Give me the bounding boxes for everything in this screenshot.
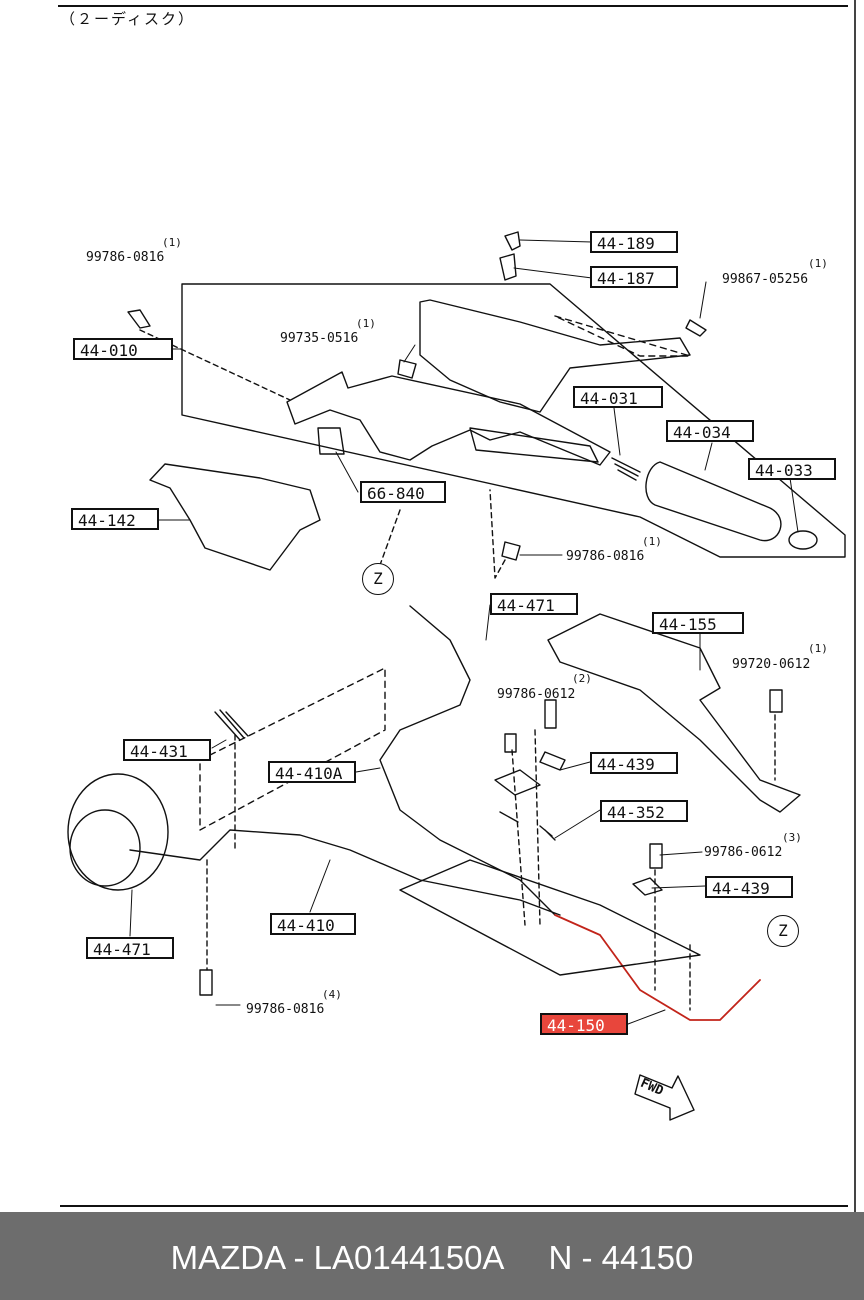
part-tag-66-840[interactable]: 66-840 [360,481,446,503]
caption-bar [0,1212,864,1300]
assembly-frame [181,283,846,558]
lever-shaft [469,427,599,463]
part-tag-44-033[interactable]: 44-033 [748,458,836,480]
part-tag-44-031[interactable]: 44-031 [573,386,663,408]
bracket-44-439-a [494,751,566,796]
brake-disc-hub [69,809,141,887]
bolt-99720-0612 [769,689,783,713]
highlighted-cable [554,914,761,1021]
bolt-99786-0816-bottom [199,969,213,996]
bracket-base [286,371,611,466]
part-tag-44-189[interactable]: 44-189 [590,231,678,253]
bolt-left-upper [127,309,151,329]
fastener-number-5[interactable]: 99720-0612 [732,657,811,672]
connection-marker-z-top: Z [362,563,394,595]
console-cover [149,463,321,571]
part-tag-44-439-a[interactable]: 44-439 [590,752,678,774]
fastener-qty-5: (1) [808,642,828,655]
fastener-number-8[interactable]: 99786-0816 [246,1002,325,1017]
part-tag-44-010[interactable]: 44-010 [73,338,173,360]
fastener-qty-4: (1) [642,535,662,548]
release-button [499,231,521,281]
part-tag-44-439-b[interactable]: 44-439 [705,876,793,898]
bolt-99786-0612-b [649,843,663,869]
part-tag-44-155[interactable]: 44-155 [652,612,744,634]
fastener-qty-1: (1) [162,236,182,249]
fastener-qty-2: (1) [808,257,828,270]
bolt-44-439-a [544,699,557,729]
fastener-qty-8: (4) [322,988,342,1001]
bracket-44-439-b [632,877,663,896]
part-tag-44-150-highlighted[interactable]: 44-150 [540,1013,628,1035]
fastener-qty-3: (1) [356,317,376,330]
part-tag-44-431[interactable]: 44-431 [123,739,211,761]
release-knob [788,530,818,550]
part-tag-44-142[interactable]: 44-142 [71,508,159,530]
fastener-number-1[interactable]: 99786-0816 [86,250,165,265]
fastener-number-6[interactable]: 99786-0612 [497,687,576,702]
heat-shield [547,613,801,813]
equalizer-region [199,667,386,831]
part-tag-44-352[interactable]: 44-352 [600,800,688,822]
part-tag-44-410[interactable]: 44-410 [270,913,356,935]
brake-backing-plate [67,773,169,891]
underbody-outline [399,859,701,976]
fwd-arrow [634,1074,695,1121]
release-spring [611,457,641,481]
leader-lines [129,239,799,1025]
caption-text: MAZDA - LA0144150A N - 44150 [170,1239,694,1276]
exploded-view-drawing [67,231,846,1121]
part-tag-44-034[interactable]: 44-034 [666,420,754,442]
fastener-number-2[interactable]: 99867-05256 [722,272,809,287]
part-tag-44-187[interactable]: 44-187 [590,266,678,288]
top-border-line [58,5,848,7]
bolt-bracket-lower [501,541,521,561]
section-note: （２ーディスク） [60,10,195,28]
lever-cover-upper [419,299,691,413]
part-tag-44-410A[interactable]: 44-410A [268,761,356,783]
return-spring [214,709,249,741]
parts-diagram-sheet: （２ーディスク） [58,0,856,1212]
fastener-qty-7: (3) [782,831,802,844]
part-tag-44-471-bottom[interactable]: 44-471 [86,937,174,959]
connection-marker-z-bottom: Z [767,915,799,947]
rear-cable [129,829,561,916]
fastener-number-3[interactable]: 99735-0516 [280,331,359,346]
fastener-number-4[interactable]: 99786-0816 [566,549,645,564]
spring-44-352 [499,811,556,841]
grip-body [645,461,782,542]
right-border-line [854,0,856,1212]
bolt-44-439-b [504,733,517,753]
part-tag-44-471-top[interactable]: 44-471 [490,593,578,615]
bolt-right-upper [685,319,707,337]
fastener-number-7[interactable]: 99786-0612 [704,845,783,860]
bolt-bracket [397,359,417,379]
switch-66-840 [317,427,345,455]
fastener-qty-6: (2) [572,672,592,685]
bracket-dashed-outline [554,315,691,357]
front-cable [379,605,556,916]
bottom-border-line [60,1205,848,1207]
